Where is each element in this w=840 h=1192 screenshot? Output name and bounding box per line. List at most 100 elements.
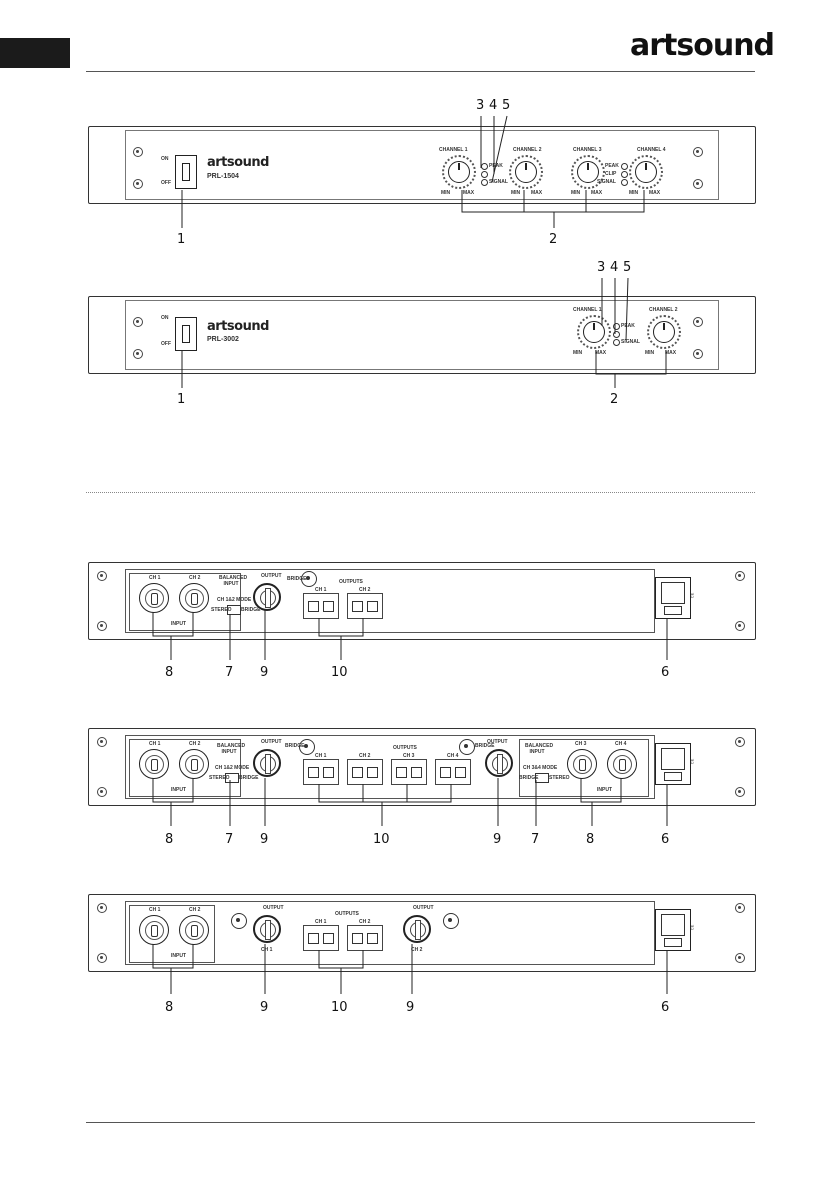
channel-label: CHANNEL 1 (573, 307, 602, 313)
knob-min-label: MIN (441, 190, 451, 196)
callout-6: 6 (661, 832, 670, 847)
output-channel-label: CH 1 (315, 753, 327, 759)
rear-panel-a: CH 1 CH 2 INPUT BALANCED INPUT CH 1&2 MO… (88, 562, 756, 640)
led-label: PEAK (621, 323, 635, 329)
callout-9: 9 (260, 665, 269, 680)
callout-10: 10 (373, 832, 390, 847)
gain-knob-ch2[interactable] (509, 155, 543, 189)
knob-max-label: MAX (649, 190, 661, 196)
header-divider (86, 71, 755, 72)
xlr-input-ch2[interactable] (179, 749, 209, 779)
callout-8: 8 (586, 832, 595, 847)
bridge-connector[interactable] (299, 739, 315, 755)
rack-screw (133, 179, 143, 189)
callout-3: 3 (597, 260, 606, 275)
output-channel-label: CH 3 (403, 753, 415, 759)
mode-option: STEREO (209, 775, 230, 781)
switch-on-label: ON (161, 156, 169, 162)
section-tab (0, 38, 70, 68)
callout-6: 6 (661, 665, 670, 680)
signal-led (613, 339, 620, 346)
input-label: CH 2 (189, 575, 201, 581)
output-label: OUTPUT (261, 739, 282, 745)
knob-min-label: MIN (511, 190, 521, 196)
speakon-output-ch1[interactable] (253, 915, 281, 943)
rack-screw (735, 571, 745, 581)
gain-knob-ch3[interactable] (571, 155, 605, 189)
power-switch[interactable] (175, 155, 197, 189)
mode-option: STEREO (549, 775, 570, 781)
bridge-connector[interactable] (301, 571, 317, 587)
gain-knob-ch4[interactable] (629, 155, 663, 189)
signal-led (621, 179, 628, 186)
input-label: CH 1 (149, 741, 161, 747)
outputs-label: OUTPUTS (339, 579, 363, 585)
speakon-output-ch2[interactable] (403, 915, 431, 943)
knob-min-label: MIN (571, 190, 581, 196)
link-connector[interactable] (231, 913, 247, 929)
binding-post-ch3[interactable] (391, 759, 427, 785)
callout-9: 9 (493, 832, 502, 847)
knob-max-label: MAX (595, 350, 607, 356)
footer-divider (86, 1122, 755, 1123)
input-label: CH 1 (149, 907, 161, 913)
callout-7: 7 (225, 832, 234, 847)
power-inlet[interactable] (655, 743, 691, 785)
outputs-label: OUTPUTS (335, 911, 359, 917)
xlr-input-ch2[interactable] (179, 915, 209, 945)
knob-max-label: MAX (591, 190, 603, 196)
output-label: OUTPUT (413, 905, 434, 911)
rack-screw (735, 903, 745, 913)
callout-9: 9 (260, 832, 269, 847)
rack-screw (97, 621, 107, 631)
output-channel-label: CH 2 (359, 919, 371, 925)
mode-label: CH 3&4 MODE (523, 765, 558, 771)
binding-post-ch1[interactable] (303, 593, 339, 619)
xlr-input-ch4[interactable] (607, 749, 637, 779)
rear-panel-b: CH 1 CH 2 INPUT BALANCED INPUT CH 1&2 MO… (88, 728, 756, 806)
gain-knob-ch1[interactable] (442, 155, 476, 189)
binding-post-ch2[interactable] (347, 593, 383, 619)
speakon-output[interactable] (485, 749, 513, 777)
signal-led (481, 179, 488, 186)
power-switch[interactable] (175, 317, 197, 351)
mode-switch[interactable] (535, 773, 549, 783)
power-inlet[interactable] (655, 909, 691, 951)
binding-post-ch1[interactable] (303, 759, 339, 785)
gain-knob-ch2[interactable] (647, 315, 681, 349)
rack-screw (693, 317, 703, 327)
binding-post-ch1[interactable] (303, 925, 339, 951)
rear-panel-c: CH 1 CH 2 INPUT OUTPUT CH 1 OUTPUTS CH 1… (88, 894, 756, 972)
rack-screw (735, 787, 745, 797)
speakon-output[interactable] (253, 749, 281, 777)
bridge-connector[interactable] (459, 739, 475, 755)
xlr-input-ch1[interactable] (139, 749, 169, 779)
rack-screw (735, 737, 745, 747)
knob-max-label: MAX (665, 350, 677, 356)
speakon-output[interactable] (253, 583, 281, 611)
callout-9: 9 (260, 1000, 269, 1015)
rack-screw (97, 903, 107, 913)
mode-switch[interactable] (225, 773, 239, 783)
speakon-label: CH 1 (261, 947, 273, 953)
mode-switch[interactable] (227, 605, 241, 615)
clip-led (481, 171, 488, 178)
peak-led (621, 163, 628, 170)
rack-screw (97, 571, 107, 581)
binding-post-ch4[interactable] (435, 759, 471, 785)
gain-knob-ch1[interactable] (577, 315, 611, 349)
speakon-label: CH 2 (411, 947, 423, 953)
xlr-input-ch1[interactable] (139, 583, 169, 613)
power-inlet[interactable] (655, 577, 691, 619)
xlr-input-ch2[interactable] (179, 583, 209, 613)
xlr-input-ch3[interactable] (567, 749, 597, 779)
callout-10: 10 (331, 1000, 348, 1015)
xlr-input-ch1[interactable] (139, 915, 169, 945)
binding-post-ch2[interactable] (347, 925, 383, 951)
rack-screw (133, 317, 143, 327)
binding-post-ch2[interactable] (347, 759, 383, 785)
led-label: SIGNAL (489, 179, 508, 185)
link-connector[interactable] (443, 913, 459, 929)
callout-3: 3 (476, 98, 485, 113)
